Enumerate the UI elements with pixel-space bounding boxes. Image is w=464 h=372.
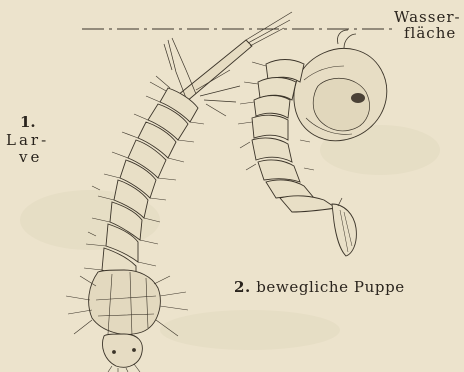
larva-body-segments: [102, 88, 198, 286]
pupa-text: bewegliche Puppe: [256, 278, 405, 296]
larva-thorax: [89, 270, 161, 334]
larva-label-line2: ve: [19, 148, 42, 166]
pupa-eye: [351, 93, 365, 103]
paper-texture: [20, 125, 440, 350]
larva-label: Lar-: [6, 131, 49, 149]
larva-head: [103, 334, 143, 367]
larva-number: 1.: [20, 113, 36, 131]
pupa-paddles: [332, 198, 356, 256]
pupa-number: 2.: [234, 278, 251, 296]
water-surface-label-line2: fläche: [404, 24, 456, 42]
pupa-label: 2. bewegliche Puppe: [234, 278, 405, 296]
pupa-trumpet: [337, 30, 356, 48]
